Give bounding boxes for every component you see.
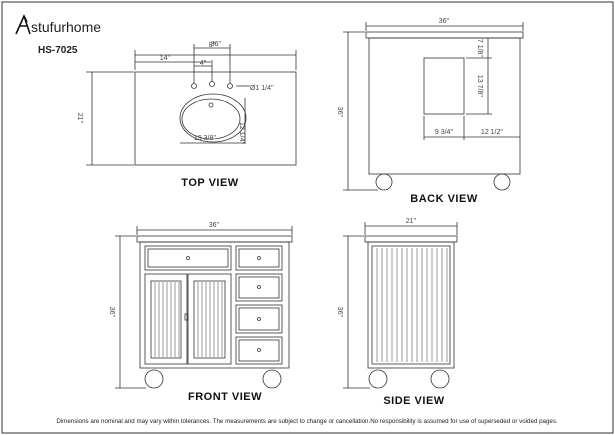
front-view-right-door — [187, 273, 232, 365]
top-view-countertop — [134, 71, 297, 166]
top-view-depth-label: 21'' — [76, 113, 83, 123]
faucet-hole-right-icon — [227, 83, 233, 89]
back-view-height-label: 36'' — [336, 107, 343, 117]
side-view-height-label: 36'' — [336, 307, 343, 317]
top-view-offset-label: 14'' — [160, 55, 170, 62]
back-view-cabinet — [368, 37, 521, 175]
brand-logo: stufurhome HS-7025 — [15, 14, 101, 56]
top-view-spread-label: 8'' — [209, 42, 216, 49]
back-view-foot-left — [375, 173, 393, 191]
drain-icon — [208, 102, 214, 108]
side-view-width-label: 21'' — [406, 218, 416, 225]
back-view-opening — [423, 57, 465, 115]
top-view-basin-inner — [181, 98, 241, 140]
side-view-beadboard — [376, 248, 448, 362]
front-view-top-drawer-knob-icon — [186, 256, 190, 260]
faucet-hole-center-icon — [209, 81, 215, 87]
top-view-center-label: 4'' — [200, 60, 207, 67]
front-view-drawer-1 — [235, 245, 283, 271]
faucet-hole-left-icon — [191, 83, 197, 89]
side-view-foot-right — [430, 369, 450, 389]
front-view-top — [136, 235, 293, 243]
top-view-width-label: 36'' — [211, 41, 221, 48]
top-view-basin-depth-label: 12 1/4'' — [238, 122, 245, 144]
front-view-top-drawer — [144, 245, 232, 271]
top-view-basin-outer — [179, 93, 247, 143]
front-view — [115, 226, 293, 389]
front-view-width-label: 36'' — [209, 222, 219, 229]
back-view-width-label: 36'' — [439, 18, 449, 25]
back-view-foot-right — [493, 173, 511, 191]
back-view-opening-right-label: 12 1/2'' — [481, 129, 503, 136]
front-view-cabinet — [139, 241, 290, 369]
side-view-top — [364, 235, 458, 243]
front-view-door-panels — [154, 282, 223, 357]
front-view-foot-right — [262, 369, 282, 389]
front-view-left-door — [144, 273, 188, 365]
top-view-basin-width-label: 15 3/8'' — [194, 135, 216, 142]
front-view-drawer-3 — [235, 304, 283, 334]
brand-name: stufurhome — [31, 19, 101, 35]
side-view-panel — [367, 241, 455, 369]
front-view-height-label: 36'' — [108, 307, 115, 317]
top-view-title: TOP VIEW — [181, 177, 239, 189]
back-view-opening-width-label: 9 3/4'' — [435, 129, 453, 136]
side-view-title: SIDE VIEW — [383, 395, 444, 407]
top-view-hole-label: Ø1 1/4'' — [250, 85, 274, 92]
disclaimer: Dimensions are nominal and may vary with… — [56, 418, 558, 425]
front-view-door-handle-icon — [184, 313, 189, 321]
side-view-foot-left — [368, 369, 388, 389]
back-view-top — [365, 31, 524, 39]
logo-mark-icon — [15, 14, 31, 35]
front-view-title: FRONT VIEW — [188, 391, 262, 403]
front-view-drawer-4 — [235, 336, 283, 365]
back-view-opening-height-label: 13 7/8'' — [476, 75, 483, 97]
back-view-opening-top-label: 7 1/8'' — [476, 39, 483, 57]
back-view-title: BACK VIEW — [410, 193, 478, 205]
front-view-drawer-2 — [235, 273, 283, 302]
side-view — [343, 222, 458, 389]
model-number: HS-7025 — [38, 45, 78, 56]
front-view-foot-left — [144, 369, 164, 389]
top-view — [86, 44, 297, 166]
back-view — [343, 22, 524, 191]
